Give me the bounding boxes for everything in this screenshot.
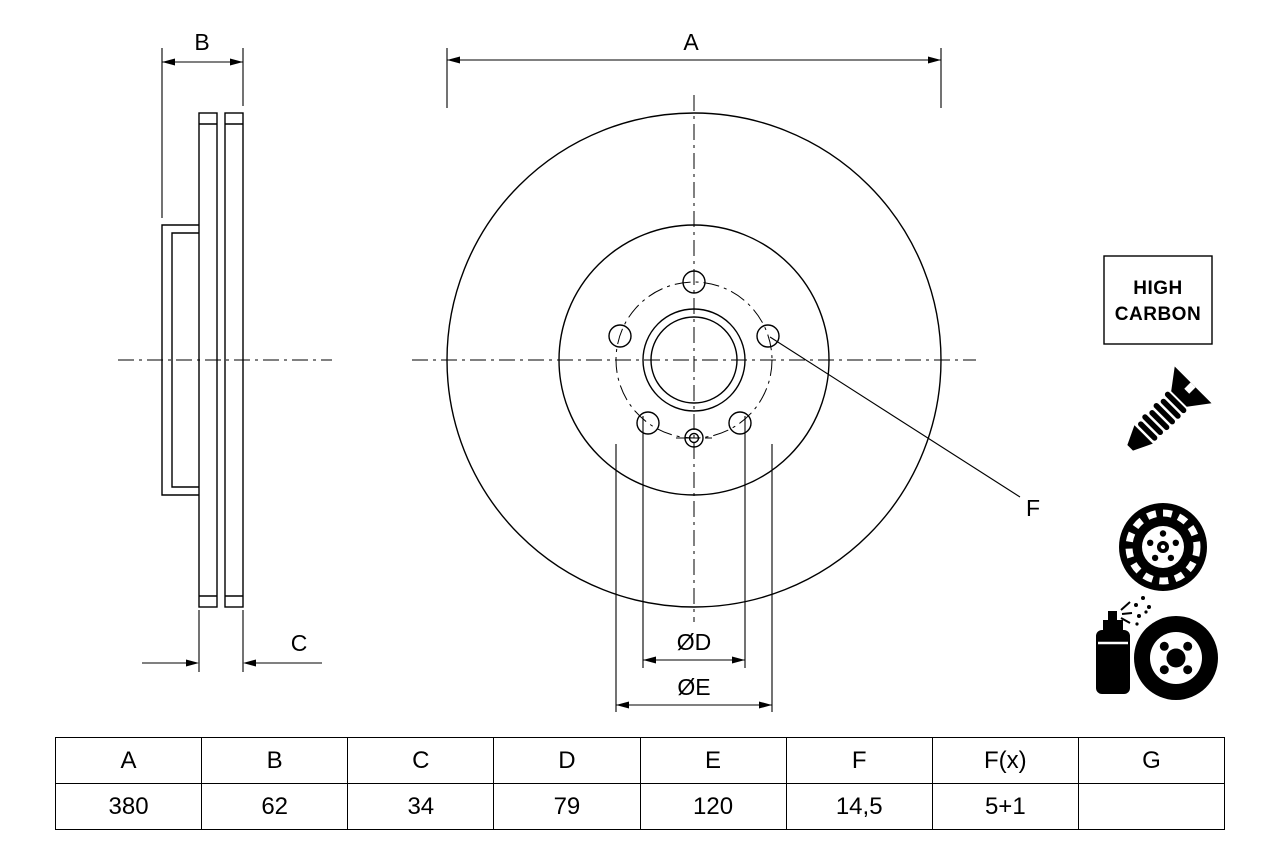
sprayed-disc-icon bbox=[1134, 616, 1218, 700]
dim-label-dia-e: ØE bbox=[677, 674, 710, 700]
brake-disc-icon bbox=[1119, 503, 1207, 591]
col-header-b: B bbox=[201, 737, 349, 784]
value-c: 34 bbox=[347, 783, 495, 830]
dimension-c: C bbox=[142, 610, 322, 672]
dimension-f: F bbox=[769, 336, 1040, 521]
dim-label-c: C bbox=[291, 630, 308, 656]
dim-label-a: A bbox=[683, 29, 699, 55]
bolt-hole bbox=[636, 411, 660, 435]
bolt-hole bbox=[728, 411, 752, 435]
col-header-a: A bbox=[54, 737, 203, 784]
badge-line2: CARBON bbox=[1115, 304, 1201, 325]
side-view-cross-section bbox=[118, 112, 332, 608]
dim-label-dia-d: ØD bbox=[677, 629, 712, 655]
value-g bbox=[1077, 783, 1226, 830]
col-header-c: C bbox=[347, 737, 495, 784]
col-header-g: G bbox=[1077, 737, 1226, 784]
value-f: 14,5 bbox=[785, 783, 933, 830]
table-value-row: 380 62 34 79 120 14,5 5+1 bbox=[54, 783, 1226, 830]
value-fx: 5+1 bbox=[931, 783, 1079, 830]
col-header-f: F bbox=[785, 737, 933, 784]
brake-disc-drawing: B C bbox=[118, 29, 1218, 712]
col-header-d: D bbox=[493, 737, 641, 784]
value-b: 62 bbox=[201, 783, 349, 830]
bolt-hole bbox=[756, 324, 780, 348]
countersunk-screw-icon bbox=[1127, 366, 1212, 451]
value-a: 380 bbox=[54, 783, 203, 830]
bolt-hole bbox=[608, 324, 632, 348]
badge-line1: HIGH bbox=[1133, 278, 1183, 299]
table-header-row: A B C D E F F(x) G bbox=[54, 737, 1226, 784]
col-header-e: E bbox=[639, 737, 787, 784]
dimension-b: B bbox=[161, 29, 244, 218]
value-e: 120 bbox=[639, 783, 787, 830]
dim-label-f: F bbox=[1026, 495, 1040, 521]
col-header-fx: F(x) bbox=[931, 737, 1079, 784]
high-carbon-badge: HIGH CARBON bbox=[1103, 255, 1213, 345]
front-view bbox=[412, 95, 976, 622]
dimension-d: ØD bbox=[642, 416, 746, 668]
spray-application-icon bbox=[1096, 596, 1218, 700]
dim-label-b: B bbox=[194, 29, 209, 55]
dimension-e: ØE bbox=[615, 444, 773, 712]
value-d: 79 bbox=[493, 783, 641, 830]
dimension-a: A bbox=[446, 29, 942, 108]
dimension-table: A B C D E F F(x) G 380 62 34 79 120 14,5… bbox=[54, 737, 1226, 830]
